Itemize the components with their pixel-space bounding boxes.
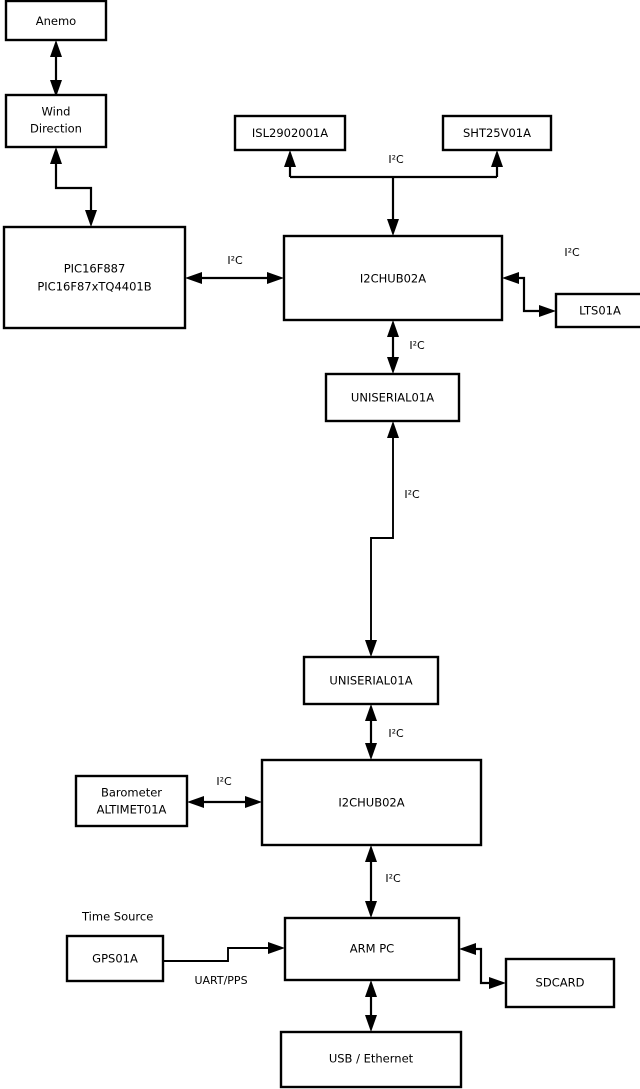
arrow-head-down: [365, 1015, 377, 1032]
node-arm-pc-label: ARM PC: [350, 942, 394, 956]
node-sdcard[interactable]: SDCARD: [504, 957, 616, 1009]
node-sht25v01a-label: SHT25V01A: [463, 126, 531, 140]
arrow-head-left: [459, 943, 476, 955]
arrow-head-left: [185, 272, 202, 284]
edge-uniserialbot-hubbot: [365, 704, 377, 760]
node-barometer-label-line2: ALTIMET01A: [97, 803, 167, 817]
node-uniserial01a-top[interactable]: UNISERIAL01A: [324, 372, 461, 423]
edge-label-i2c-hub-sensors: I²C: [388, 153, 404, 166]
edge-label-i2c-hub2-armpc: I²C: [385, 872, 401, 885]
edge-hubtop-sensorbus: [284, 150, 503, 236]
edge-label-i2c-hub-lts: I²C: [564, 246, 580, 259]
arrow-head-right: [539, 305, 556, 317]
edge-label-i2c-uniserial-link: I²C: [404, 488, 420, 501]
node-arm-pc[interactable]: ARM PC: [283, 916, 461, 982]
node-anemo-label: Anemo: [36, 14, 76, 28]
arrow-head-up: [50, 147, 62, 164]
arrow-head-up: [387, 320, 399, 337]
edge-pic-hubtop: [185, 272, 284, 284]
arrow-head-down: [50, 80, 62, 97]
arrow-head-right: [268, 942, 285, 954]
arrow-head-down: [387, 357, 399, 374]
arrow-head-up: [365, 980, 377, 997]
node-lts01a-label: LTS01A: [579, 304, 621, 318]
edge-armpc-usbeth: [365, 980, 377, 1032]
node-pic-mcu-label-line1: PIC16F887: [64, 262, 126, 276]
node-pic-mcu-label-line2: PIC16F87xTQ4401B: [37, 280, 151, 294]
edge-barometer-hubbot: [187, 796, 262, 808]
arrow-head-down-hub: [387, 219, 399, 236]
node-wind-direction[interactable]: Wind Direction: [4, 93, 108, 149]
node-wind-direction-label-line2: Direction: [30, 122, 82, 136]
edge-hubtop-uniserialtop: [387, 320, 399, 374]
node-i2chub02a-bottom-label: I2CHUB02A: [338, 796, 404, 810]
edge-uniserial-link: [365, 421, 399, 657]
arrow-head-right: [489, 977, 506, 989]
node-anemo[interactable]: Anemo: [4, 0, 108, 42]
arrow-head-up: [365, 845, 377, 862]
edge-hubbot-armpc: [365, 845, 377, 918]
arrow-head-up: [50, 40, 62, 57]
arrow-head-right: [245, 796, 262, 808]
arrow-head-right: [267, 272, 284, 284]
node-wind-direction-label-line1: Wind: [42, 105, 71, 119]
node-uniserial01a-bottom-label: UNISERIAL01A: [329, 674, 412, 688]
edge-label-uart-pps: UART/PPS: [194, 974, 247, 987]
arrow-head-up-isl: [284, 150, 296, 167]
edge-label-i2c-barometer-hub2: I²C: [216, 775, 232, 788]
node-gps01a[interactable]: GPS01A: [65, 934, 165, 983]
node-isl2902001a-label: ISL2902001A: [252, 126, 328, 140]
edge-hubtop-lts: [502, 272, 556, 317]
label-time-source: Time Source: [81, 910, 153, 924]
node-pic-mcu[interactable]: PIC16F887 PIC16F87xTQ4401B: [2, 225, 187, 330]
edge-armpc-sdcard: [459, 943, 506, 989]
node-uniserial01a-top-label: UNISERIAL01A: [351, 391, 434, 405]
node-sht25v01a[interactable]: SHT25V01A: [441, 114, 553, 152]
arrow-head-left: [502, 272, 519, 284]
arrow-head-up: [365, 704, 377, 721]
edge-label-i2c-hub-uniserial: I²C: [409, 339, 425, 352]
arrow-head-left: [187, 796, 204, 808]
node-i2chub02a-top-label: I2CHUB02A: [360, 272, 426, 286]
node-usb-ethernet-label: USB / Ethernet: [329, 1052, 414, 1066]
node-lts01a[interactable]: LTS01A: [554, 292, 640, 329]
node-i2chub02a-bottom[interactable]: I2CHUB02A: [260, 758, 483, 847]
arrow-head-up-sht: [491, 150, 503, 167]
arrow-head-down: [85, 210, 97, 227]
edge-gps-armpc: [163, 942, 285, 962]
node-usb-ethernet[interactable]: USB / Ethernet: [279, 1030, 463, 1089]
node-i2chub02a-top[interactable]: I2CHUB02A: [282, 234, 504, 322]
node-sdcard-label: SDCARD: [536, 976, 585, 990]
arrow-head-down: [365, 743, 377, 760]
node-isl2902001a[interactable]: ISL2902001A: [233, 114, 347, 152]
node-barometer-label-line1: Barometer: [101, 786, 162, 800]
arrow-head-up: [387, 421, 399, 438]
arrow-head-down: [365, 640, 377, 657]
arrow-head-down: [365, 901, 377, 918]
node-barometer[interactable]: Barometer ALTIMET01A: [74, 774, 189, 828]
edge-label-i2c-pic-hub: I²C: [227, 254, 243, 267]
edge-anemo-wind: [50, 40, 62, 97]
edge-pic-wind: [50, 147, 97, 227]
edge-label-i2c-uniserial-hub2: I²C: [388, 727, 404, 740]
node-gps01a-label: GPS01A: [92, 952, 138, 966]
node-uniserial01a-bottom[interactable]: UNISERIAL01A: [302, 655, 440, 706]
